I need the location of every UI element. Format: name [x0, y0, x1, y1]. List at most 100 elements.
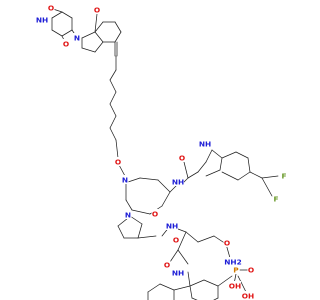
bond-line	[137, 223, 143, 239]
atom-label-nh-indole: NH	[199, 140, 211, 149]
bond-line	[237, 171, 251, 181]
atom-label-o-glutarimide-2: O	[63, 40, 69, 49]
bond-line	[219, 157, 223, 171]
atom-label-background	[172, 235, 180, 244]
bond-line	[235, 151, 249, 159]
bond-line	[109, 127, 117, 141]
atom-label-background	[178, 153, 186, 162]
bond-line	[127, 177, 141, 183]
bond-line	[109, 69, 117, 81]
atom-label-background	[151, 209, 159, 218]
atom-label-n-isoindolinone: N	[74, 34, 80, 43]
bond-line	[161, 191, 171, 207]
bond-line	[125, 199, 133, 211]
bond-line	[109, 103, 117, 117]
bond-line	[114, 21, 122, 33]
atom-label-o-p-double: O	[248, 266, 254, 275]
bond-line	[173, 285, 191, 291]
bond-line	[261, 175, 279, 179]
bond-line	[197, 161, 207, 173]
atom-label-o-glutarimide-1: O	[48, 4, 54, 13]
bond-line	[131, 209, 151, 215]
bond-line	[187, 171, 199, 179]
atom-label-o-isoindolinone: O	[94, 6, 100, 15]
atom-label-background	[73, 33, 81, 42]
atom-label-o-acyl: O	[115, 158, 121, 167]
bond-line	[129, 215, 143, 225]
atom-label-f-2: F	[273, 195, 278, 204]
atom-label-background	[199, 139, 211, 148]
atom-label-f-1: F	[281, 172, 286, 181]
bond-line	[114, 31, 122, 43]
atom-label-nh-amide-3: NH	[172, 269, 184, 278]
bond-line	[217, 275, 233, 287]
atom-label-o-amide-3: O	[164, 261, 170, 270]
bond-line	[94, 41, 104, 53]
atom-label-background	[229, 281, 241, 290]
atom-label-background	[114, 157, 122, 166]
bond-line	[115, 139, 119, 159]
bond-line	[147, 283, 161, 293]
bond-line	[247, 157, 251, 173]
atom-label-oh-p-1: OH	[229, 282, 241, 291]
atom-label-background	[36, 15, 48, 24]
atom-label-background	[93, 5, 101, 14]
atom-label-n-diazocane-top: N	[122, 176, 128, 185]
atom-label-nh2-sidechain: NH2	[224, 258, 242, 267]
bond-line	[261, 177, 273, 197]
atom-label-background	[124, 210, 132, 219]
bond-line	[81, 31, 96, 39]
bond-line	[177, 249, 189, 265]
bond-line	[117, 225, 125, 239]
bond-line	[177, 231, 187, 251]
atom-label-background	[47, 3, 55, 12]
atom-label-background	[223, 238, 231, 247]
bond-line	[139, 177, 159, 181]
bond-line	[94, 13, 98, 33]
bond-line	[117, 217, 129, 227]
bond-line	[197, 235, 215, 243]
bond-line	[169, 249, 179, 263]
atom-label-o-lactam: O	[152, 210, 158, 219]
atom-label-background	[172, 177, 184, 186]
atom-label-background	[121, 175, 129, 184]
atom-label-background	[163, 260, 171, 269]
atom-label-background	[172, 268, 184, 277]
atom-label-background	[247, 265, 255, 274]
bond-line	[137, 235, 157, 239]
atom-label-nh-glutarimide: NH	[36, 16, 48, 25]
bond-line	[249, 171, 263, 179]
atom-label-background	[166, 221, 178, 230]
bond-line	[205, 169, 221, 177]
atom-label-p-phosphonate: P	[233, 266, 239, 275]
atom-label-o-sidechain: O	[224, 239, 230, 248]
bond-line	[61, 29, 73, 37]
atom-label-background	[272, 194, 280, 203]
atom-label-n-diazocane-bridge: N	[125, 211, 131, 220]
bond-layer	[51, 8, 279, 300]
atom-label-background	[232, 265, 240, 274]
bond-line	[94, 21, 104, 33]
bond-line	[94, 31, 104, 43]
bond-line	[189, 285, 193, 299]
bond-line	[205, 149, 213, 163]
bond-line	[109, 91, 117, 105]
atom-label-nh-amide-indole: NH	[172, 178, 184, 187]
bond-line	[185, 231, 199, 243]
bond-line	[189, 279, 205, 287]
bond-line	[157, 179, 171, 193]
bond-line	[51, 11, 63, 19]
atom-label-background	[62, 39, 70, 48]
bond-line	[109, 115, 117, 129]
bond-line	[159, 283, 175, 291]
bond-line	[191, 297, 198, 300]
bond-line	[109, 79, 117, 93]
bond-line	[237, 275, 247, 293]
atom-label-background	[242, 291, 254, 300]
bond-line	[81, 47, 96, 53]
bond-line	[211, 149, 223, 159]
atom-label-o-amide-2: O	[173, 236, 179, 245]
bond-line	[51, 29, 63, 37]
bond-line	[183, 161, 189, 179]
